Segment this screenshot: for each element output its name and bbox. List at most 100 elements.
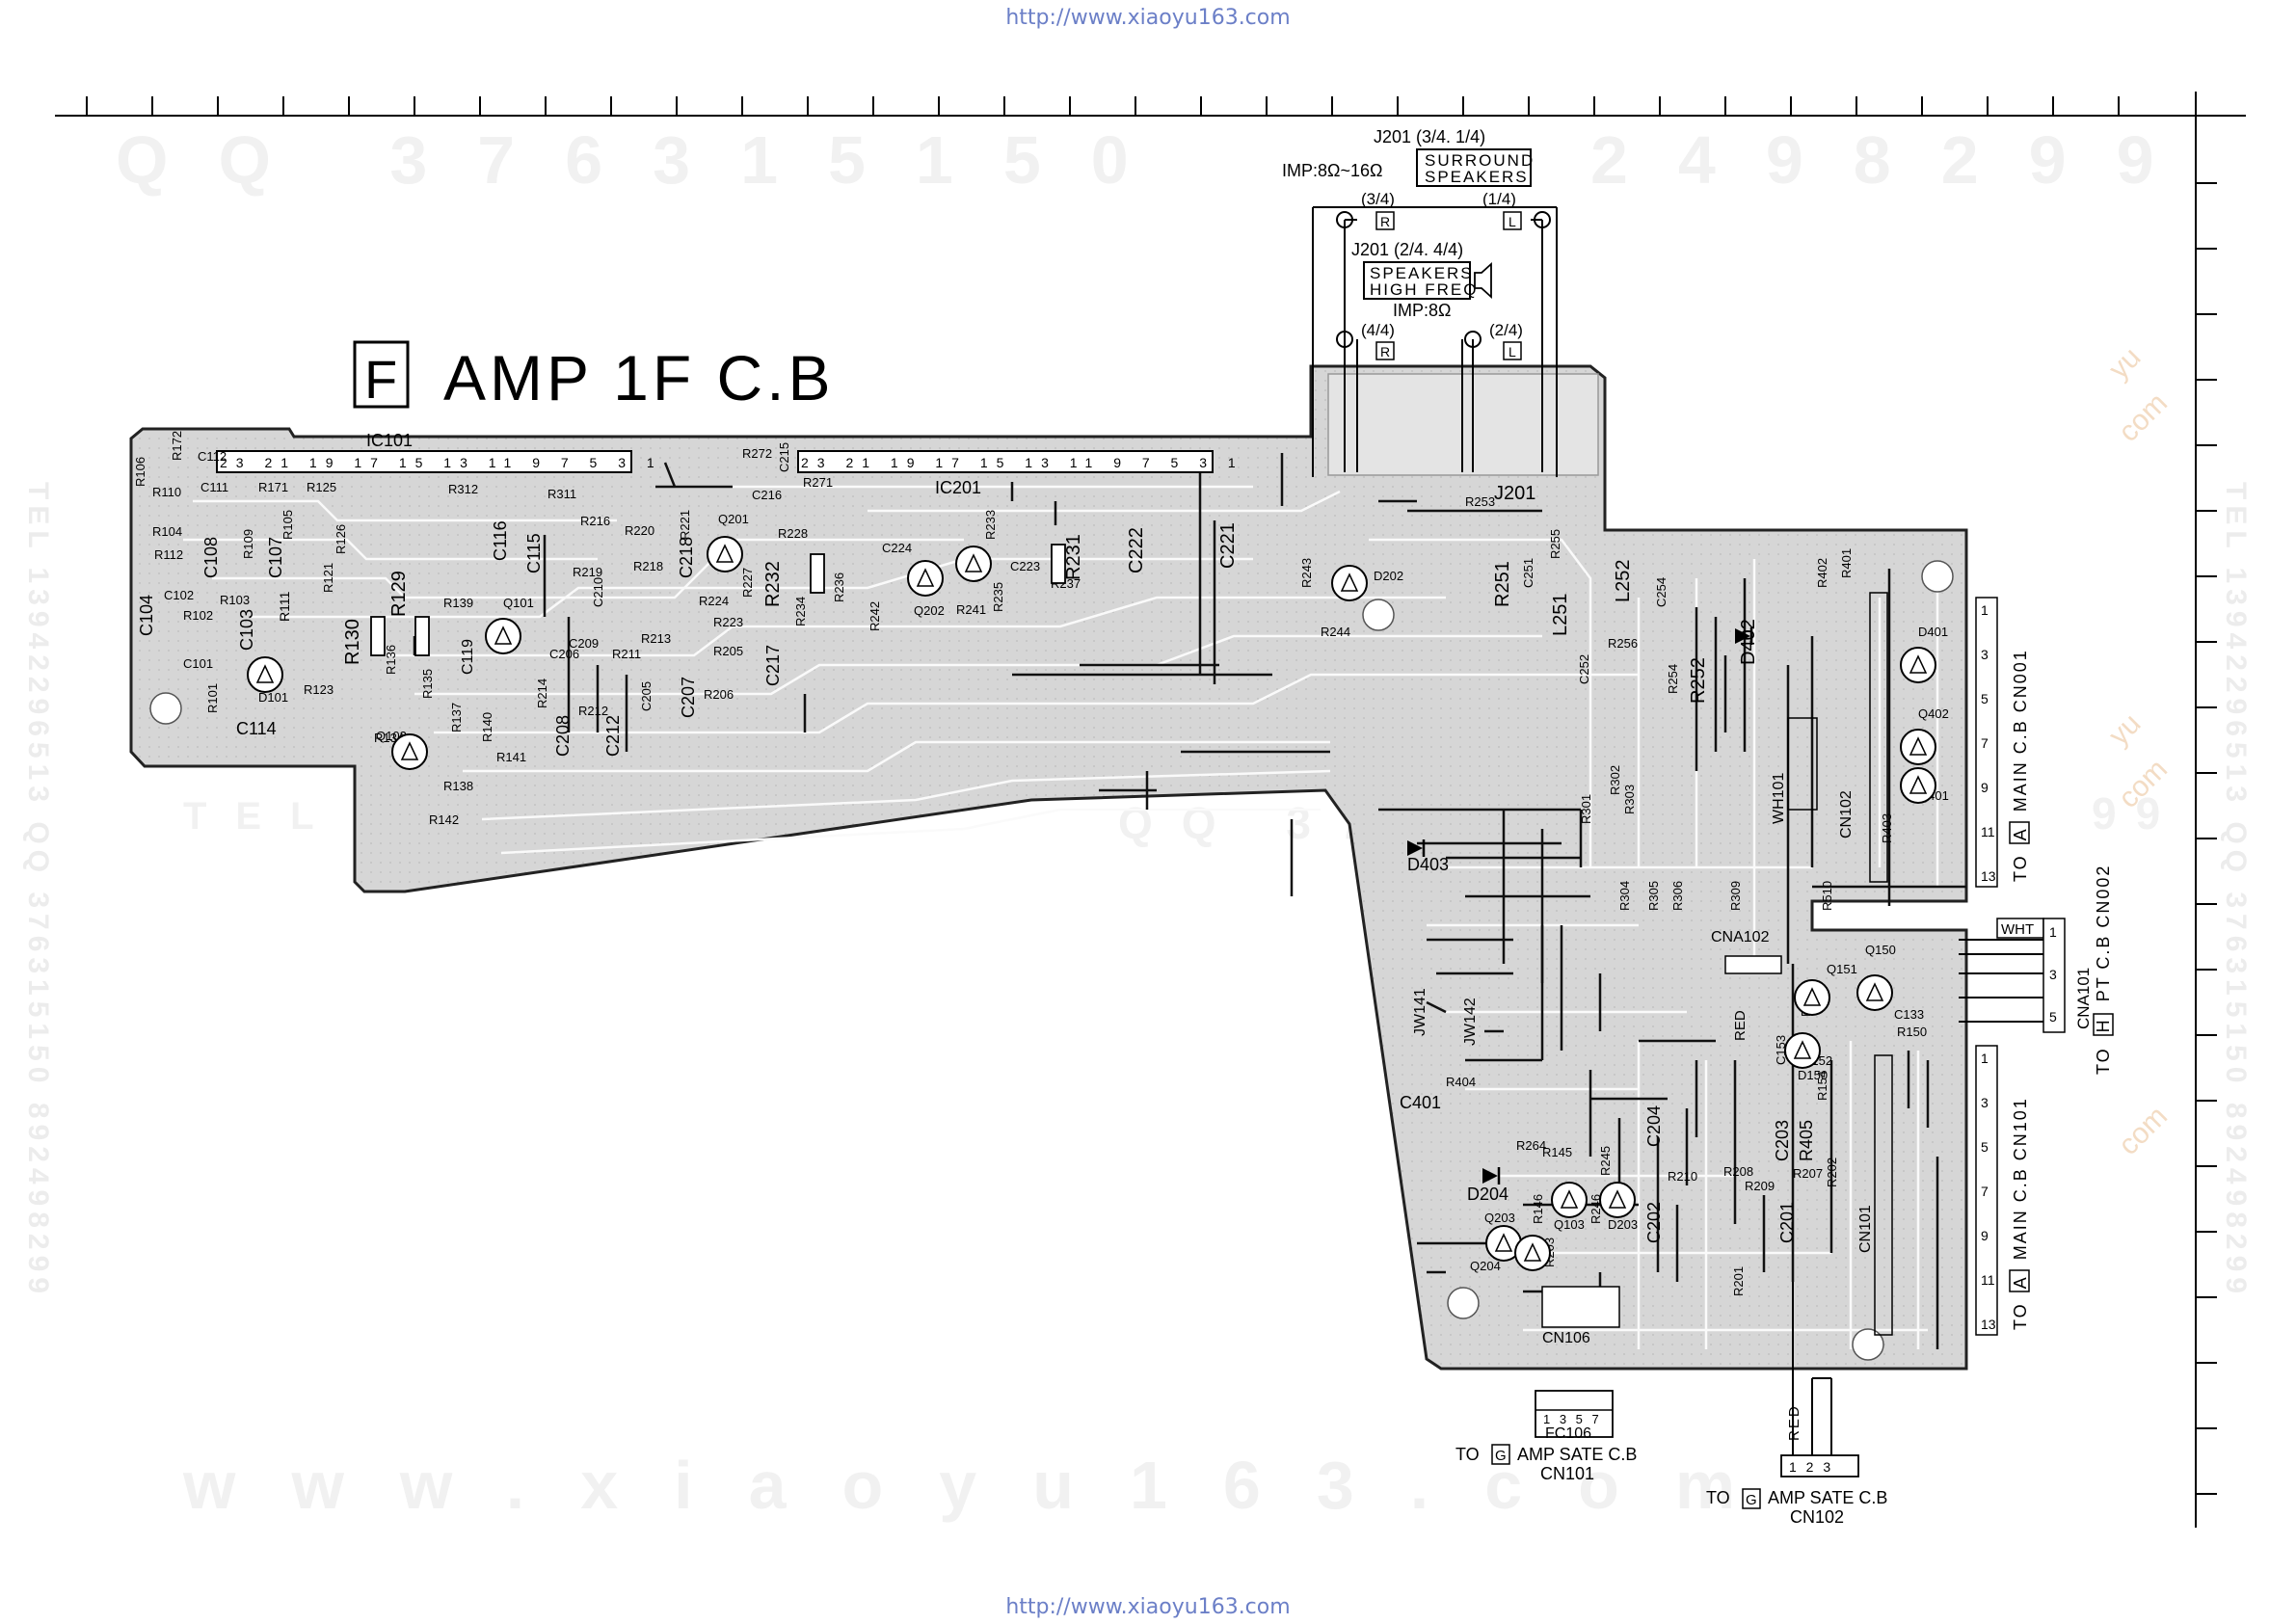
part-label-c222: C222 <box>1126 527 1147 573</box>
cn101-text: MAIN C.B CN101 <box>2011 1097 2030 1260</box>
transistor-pin-icon <box>1560 1189 1579 1209</box>
part-label-r245: R245 <box>1598 1146 1613 1176</box>
part-label-r140: R140 <box>480 712 494 742</box>
mounting-hole <box>149 692 182 725</box>
part-label-d203: D203 <box>1608 1217 1638 1232</box>
cn001-pin-7: 7 <box>1981 735 1989 751</box>
fc106-to: TO <box>1455 1445 1480 1464</box>
resistor-symbol <box>1051 544 1066 584</box>
copper-trace <box>251 557 1253 619</box>
watermark-yu-2: yu <box>2103 707 2148 752</box>
part-label-r123: R123 <box>304 682 334 697</box>
part-label-c116: C116 <box>491 520 510 561</box>
cna101-pinbox <box>2042 918 2066 1033</box>
watermark-com-1: com <box>2113 387 2174 448</box>
cn101-pinbox <box>1975 1045 1998 1336</box>
r-bot: R <box>1380 344 1390 359</box>
part-label-jw142: JW142 <box>1462 998 1479 1046</box>
part-label-d204: D204 <box>1467 1185 1508 1204</box>
part-label-d401: D401 <box>1918 625 1948 639</box>
watermark-mid-tail: 99 <box>2092 788 2179 839</box>
part-label-r223: R223 <box>713 615 743 629</box>
r-box-top <box>1375 211 1395 230</box>
part-label-c207: C207 <box>679 677 698 718</box>
diode-symbol <box>1735 628 1750 644</box>
watermark-url-bottom: http://www.xiaoyu163.com <box>1005 1595 1291 1619</box>
cn001-pin-9: 9 <box>1981 780 1989 795</box>
part-label-c101: C101 <box>183 656 213 671</box>
watermark-qq-left: QQ 376315150 <box>116 122 1179 198</box>
part-label-c115: C115 <box>524 533 544 573</box>
j201-top-label: J201 (3/4. 1/4) <box>1374 127 1485 146</box>
title-letter-box <box>353 340 410 409</box>
watermark-site: www.xiaoyu163.com <box>182 1448 1791 1523</box>
part-label-r235: R235 <box>991 582 1005 612</box>
cn102-letter-box <box>1742 1488 1761 1509</box>
part-label-r102: R102 <box>183 608 213 623</box>
transistor-pin-icon <box>715 544 734 563</box>
part-label-r213: R213 <box>641 631 671 646</box>
part-label-r201: R201 <box>1731 1266 1746 1296</box>
transistor-symbol <box>1856 974 1893 1011</box>
part-label-d150: D150 <box>1798 1068 1828 1082</box>
part-label-r126: R126 <box>334 524 348 554</box>
transistor-symbol <box>1900 647 1936 683</box>
part-label-r103: R103 <box>220 593 250 607</box>
part-label-q202: Q202 <box>914 603 945 618</box>
part-label-r228: R228 <box>778 526 808 541</box>
part-label-c107: C107 <box>266 537 285 578</box>
part-label-r254: R254 <box>1666 664 1680 694</box>
copper-trace <box>414 634 1542 696</box>
cn001-pin-5: 5 <box>1981 691 1989 706</box>
transistor-pin-icon <box>494 626 513 645</box>
transistor-symbol <box>1900 767 1936 804</box>
copper-trace <box>463 740 1330 773</box>
cn102-wire-box <box>1780 1454 1859 1478</box>
cn001-text: MAIN C.B CN001 <box>2011 649 2030 812</box>
part-label-c212: C212 <box>603 715 623 757</box>
cn101-to: TO <box>2011 1302 2030 1330</box>
fc106-pins: 1 3 5 7 <box>1543 1412 1602 1426</box>
part-label-d101: D101 <box>258 690 288 705</box>
connector-fc106: 1 3 5 7 FC106 TO G AMP SATE C.B CN101 <box>1455 1390 1637 1483</box>
part-label-r405: R405 <box>1797 1120 1816 1161</box>
part-label-r211: R211 <box>612 647 641 661</box>
part-label-r224: R224 <box>699 594 729 608</box>
transistor-pin-icon <box>255 664 275 683</box>
part-label-r305: R305 <box>1646 881 1661 911</box>
part-label-r111: R111 <box>277 591 292 622</box>
transistor-pin-icon <box>1802 987 1822 1006</box>
part-label-cn106: CN106 <box>1542 1330 1590 1346</box>
cn106-box <box>1541 1286 1620 1328</box>
cn101-board-pins <box>1874 1054 1893 1336</box>
part-label-c112: C112 <box>198 449 227 464</box>
transistor-pin-icon <box>916 568 935 587</box>
part-label-c114: C114 <box>236 719 277 738</box>
part-label-r243: R243 <box>1299 558 1314 588</box>
part-label-r253: R253 <box>1465 494 1495 509</box>
cn001-pin-3: 3 <box>1981 647 1989 662</box>
part-label-r129: R129 <box>388 571 410 617</box>
part-label-jw141: JW141 <box>1412 988 1428 1036</box>
part-label-r145: R145 <box>1542 1145 1572 1159</box>
part-label-r171: R171 <box>258 480 288 494</box>
fc106-letter-box <box>1491 1444 1510 1465</box>
cn101-pin-7: 7 <box>1981 1184 1989 1199</box>
cn001-label: TO A MAIN C.B CN001 <box>2011 649 2030 882</box>
cn002-text: PT C.B CN002 <box>2094 865 2113 1002</box>
cn102-text: AMP SATE C.B <box>1768 1488 1887 1507</box>
r-top: R <box>1380 214 1390 229</box>
imp-highfreq: IMP:8Ω <box>1393 301 1451 320</box>
speaker-wires <box>1312 206 1558 477</box>
copper-trace <box>481 769 1331 821</box>
part-label-c153: C153 <box>1774 1035 1788 1065</box>
part-label-c206: C206 <box>549 647 579 661</box>
part-label-c205: C205 <box>639 681 654 711</box>
copper-trace <box>193 499 617 522</box>
speaker-jack-block: J201 (3/4. 1/4) IMP:8Ω~16Ω SURROUND SPEA… <box>1282 127 1535 504</box>
part-label-r106: R106 <box>133 457 147 487</box>
cn001-pin-1: 1 <box>1981 602 1989 618</box>
transistor-pin-icon <box>1909 775 1928 794</box>
cn001-letter: A <box>2011 828 2030 840</box>
pin-l-top: (1/4) <box>1482 190 1516 208</box>
